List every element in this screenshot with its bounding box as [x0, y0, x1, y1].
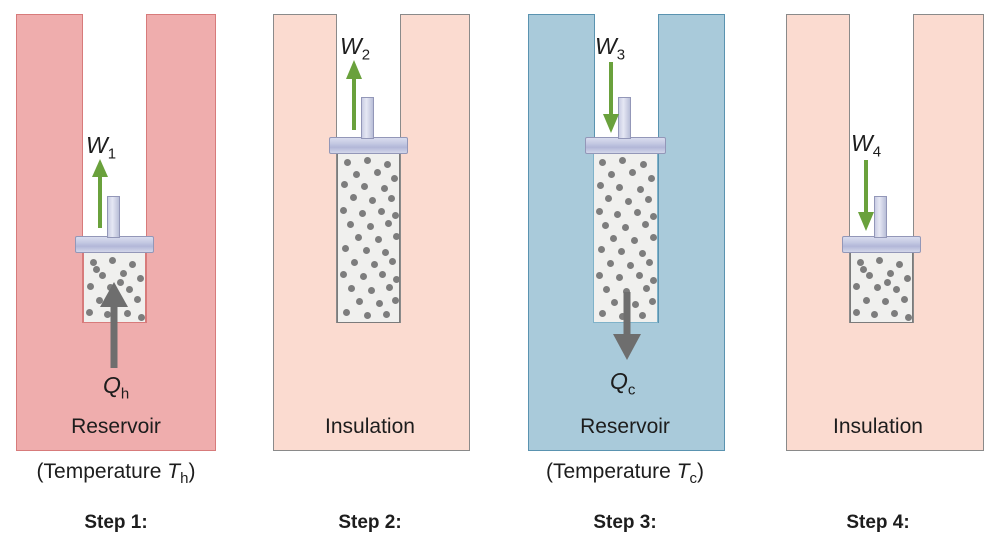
work-label-step-2: W2 — [340, 33, 370, 64]
piston-rod-step-4 — [874, 196, 887, 238]
temperature-label-step-1: (Temperature Th) — [0, 460, 232, 487]
gas-molecules — [338, 154, 399, 322]
temp-symbol: T — [676, 460, 690, 483]
piston-disc-step-3 — [585, 137, 666, 154]
piston-rod-step-2 — [361, 97, 374, 139]
work-symbol: W — [595, 33, 617, 59]
gas-cylinder-step-2 — [337, 153, 400, 323]
piston-rod-step-3 — [618, 97, 631, 139]
temp-suffix: ) — [188, 460, 196, 483]
temp-subscript: h — [180, 470, 189, 488]
step-label-step-3: Step 3: — [593, 512, 657, 533]
work-label-step-3: W3 — [595, 33, 625, 64]
heat-symbol: Q — [610, 368, 628, 394]
heat-subscript: h — [120, 385, 130, 403]
work-symbol: W — [851, 130, 873, 156]
gas-molecules — [84, 253, 145, 322]
heat-label-step-3: Qc — [610, 368, 635, 399]
temp-symbol: T — [167, 460, 181, 483]
temperature-label-step-3: (Temperature Tc) — [500, 460, 750, 487]
work-subscript: 3 — [616, 46, 626, 64]
work-subscript: 2 — [361, 46, 371, 64]
temp-prefix: (Temperature — [36, 460, 168, 483]
block-label-step-4: Insulation — [833, 415, 923, 438]
gas-molecules — [594, 154, 657, 322]
heat-symbol: Q — [103, 372, 121, 398]
heat-subscript: c — [627, 381, 636, 399]
piston-disc-step-2 — [329, 137, 408, 154]
heat-label-step-1: Qh — [103, 372, 129, 403]
step-label-step-1: Step 1: — [84, 512, 148, 533]
temp-subscript: c — [689, 470, 698, 488]
insulation-base-step-2 — [273, 323, 470, 451]
insulation-base-step-4 — [786, 323, 984, 451]
panel-step-1: W1 Qh Reservoir (Temperature Th) Step 1: — [0, 0, 250, 535]
block-label-step-2: Insulation — [325, 415, 415, 438]
piston-rod-step-1 — [107, 196, 120, 238]
piston-disc-step-1 — [75, 236, 154, 253]
work-label-step-4: W4 — [851, 130, 881, 161]
work-symbol: W — [86, 132, 108, 158]
temp-prefix: (Temperature — [545, 460, 677, 483]
piston-disc-step-4 — [842, 236, 921, 253]
work-label-step-1: W1 — [86, 132, 116, 163]
work-symbol: W — [340, 33, 362, 59]
panel-step-2: W2 Insulation Step 2: — [250, 0, 500, 535]
gas-cylinder-step-3 — [593, 153, 658, 323]
block-label-step-1: Reservoir — [71, 415, 161, 438]
block-label-step-3: Reservoir — [580, 415, 670, 438]
step-label-step-4: Step 4: — [846, 512, 910, 533]
temp-suffix: ) — [697, 460, 705, 483]
gas-cylinder-step-4 — [850, 252, 913, 323]
step-label-step-2: Step 2: — [338, 512, 402, 533]
gas-cylinder-step-1 — [83, 252, 146, 323]
work-subscript: 4 — [872, 143, 882, 161]
gas-molecules — [851, 253, 912, 322]
panel-step-4: W4 Insulation Step 4: — [755, 0, 1007, 535]
work-subscript: 1 — [107, 145, 117, 163]
panel-step-3: W3 Qc Reservoir (Temperature Tc) Step 3: — [500, 0, 755, 535]
